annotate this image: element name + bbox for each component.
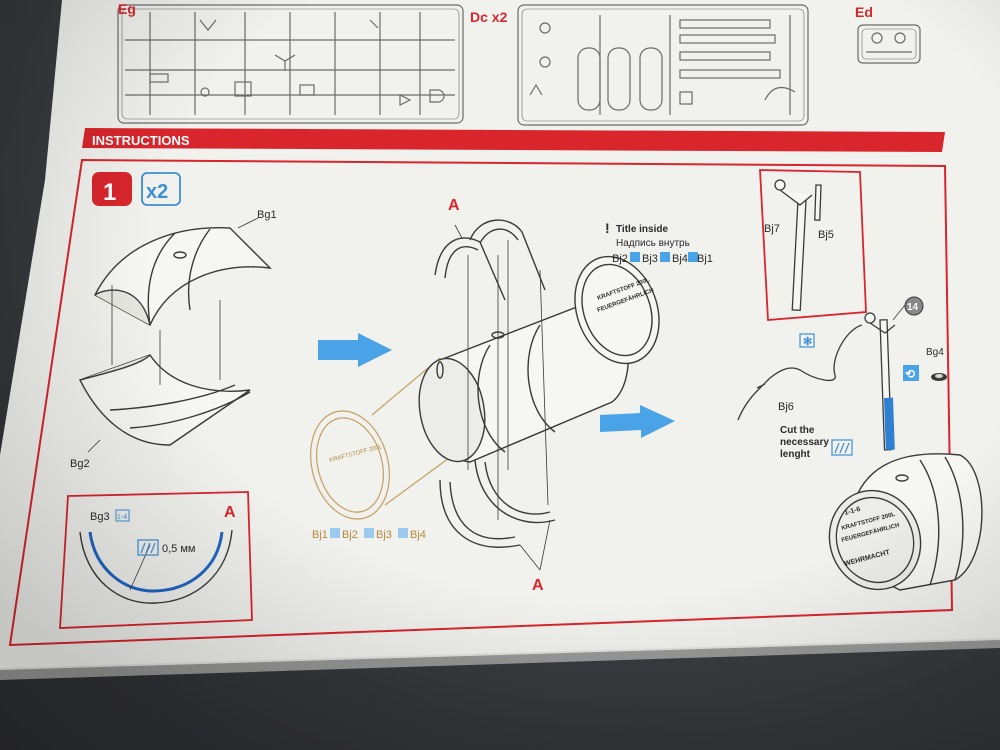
instructions-title: INSTRUCTIONS bbox=[92, 133, 190, 148]
note-arrow-2 bbox=[660, 252, 670, 262]
label-bj7: Bj7 bbox=[764, 223, 780, 235]
sprue-dc-label: Dc x2 bbox=[470, 9, 508, 25]
cut-note-line-1: Cut the bbox=[780, 425, 815, 436]
bg3-badge: 1-4 bbox=[117, 514, 127, 521]
note-part-bj3: Bj3 bbox=[642, 253, 658, 265]
sprue-eg-label: Eg bbox=[118, 1, 136, 17]
lid-arrow-1 bbox=[330, 528, 340, 538]
label-bj6: Bj6 bbox=[778, 401, 794, 413]
label-bj5: Bj5 bbox=[818, 229, 834, 241]
step-number: 1 bbox=[103, 179, 116, 206]
label-bg1: Bg1 bbox=[257, 209, 277, 221]
lid-arrow-3 bbox=[398, 528, 408, 538]
lid-part-bj3: Bj3 bbox=[376, 529, 392, 541]
glue-icon-glyph: ✻ bbox=[803, 336, 812, 348]
note-part-bj2: Bj2 bbox=[612, 253, 628, 265]
warning-icon: ! bbox=[605, 220, 610, 236]
lid-part-bj1: Bj1 bbox=[312, 529, 328, 541]
detail-a-letter: A bbox=[224, 504, 236, 521]
step-multiplier: x2 bbox=[146, 181, 168, 203]
cut-note-line-3: lenght bbox=[780, 449, 811, 460]
lid-arrow-2 bbox=[364, 528, 374, 538]
note-arrow-1 bbox=[630, 252, 640, 262]
note-title-ru: Надпись внутрь bbox=[616, 238, 690, 249]
lid-part-bj2: Bj2 bbox=[342, 529, 358, 541]
note-part-bj4: Bj4 bbox=[672, 253, 688, 265]
callout-14: 14 bbox=[907, 302, 919, 313]
rotate-icon-glyph: ⟲ bbox=[905, 367, 916, 381]
note-title-en: Title inside bbox=[616, 224, 668, 235]
cut-note-line-2: necessary bbox=[780, 437, 829, 448]
label-bg3: Bg3 bbox=[90, 511, 110, 523]
note-part-bj1: Bj1 bbox=[697, 253, 713, 265]
sprue-ed-label: Ed bbox=[855, 4, 873, 20]
lid-part-bj4: Bj4 bbox=[410, 529, 426, 541]
label-bg4: Bg4 bbox=[926, 347, 944, 358]
thickness-label: 0,5 мм bbox=[162, 543, 195, 555]
instructions-banner bbox=[82, 128, 945, 152]
bg4-hole bbox=[935, 374, 943, 378]
label-a-top: A bbox=[448, 197, 460, 214]
label-bg2: Bg2 bbox=[70, 458, 90, 470]
label-a-bottom: A bbox=[532, 577, 544, 594]
